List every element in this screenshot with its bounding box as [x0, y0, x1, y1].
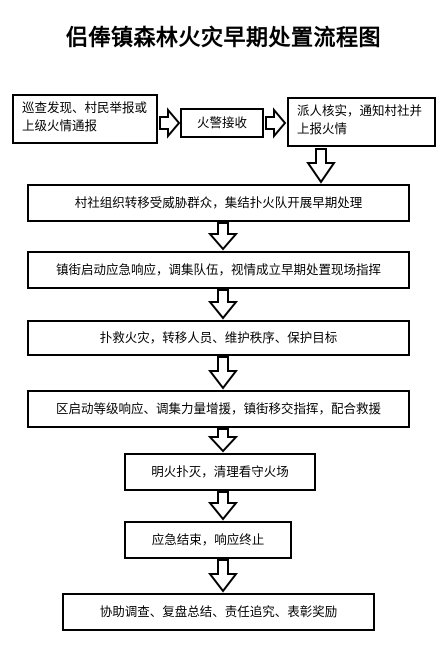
step-fight-text: 扑救火灾，转移人员、维护秩序、保护目标 [99, 330, 338, 345]
step-district-box: 区启动等级响应、调集力量增援，镇街移交指挥，配合救援 [27, 390, 410, 428]
step-aftermath-box: 协助调查、复盘总结、责任追究、表彰奖励 [62, 593, 375, 631]
arrow-down-verify-village [306, 148, 336, 184]
page-title: 侣俸镇森林火灾早期处置流程图 [65, 26, 381, 51]
step-verify-box: 派人核实，通知村社并上报火情 [287, 97, 436, 147]
arrow-right-discover-alarm [159, 107, 181, 139]
arrow-down-fight-district [207, 356, 239, 390]
arrow-down-town-fight [207, 289, 239, 320]
step-district-text: 区启动等级响应、调集力量增援，镇街移交指挥，配合救援 [55, 401, 381, 416]
arrow-down-district-extinguish [207, 428, 239, 453]
step-alarm-box: 火警接收 [180, 108, 264, 138]
arrow-down-end-aftermath [207, 559, 239, 593]
arrow-down-village-town [207, 222, 239, 251]
step-village-text: 村社组织转移受威胁群众，集结扑火队开展早期处理 [74, 195, 363, 210]
step-village-box: 村社组织转移受威胁群众，集结扑火队开展早期处理 [27, 184, 410, 222]
step-aftermath-text: 协助调查、复盘总结、责任追究、表彰奖励 [99, 604, 338, 619]
step-town-box: 镇街启动应急响应，调集队伍，视情成立早期处置现场指挥 [27, 251, 410, 289]
step-fight-box: 扑救火灾，转移人员、维护秩序、保护目标 [27, 320, 410, 356]
arrow-down-extinguish-end [207, 491, 239, 521]
step-verify-text: 派人核实，通知村社并上报火情 [297, 103, 423, 136]
step-extinguish-text: 明火扑灭，清理看守火场 [151, 464, 289, 479]
step-discover-box: 巡查发现、村民举报或上级火情通报 [12, 94, 158, 144]
step-discover-text: 巡查发现、村民举报或上级火情通报 [22, 100, 148, 133]
step-town-text: 镇街启动应急响应，调集队伍，视情成立早期处置现场指挥 [55, 262, 381, 277]
arrow-right-alarm-verify [265, 107, 287, 139]
step-end-box: 应急结束，响应终止 [124, 521, 292, 559]
step-alarm-text: 火警接收 [196, 115, 247, 130]
step-extinguish-box: 明火扑灭，清理看守火场 [124, 453, 316, 491]
step-end-text: 应急结束，响应终止 [151, 532, 265, 547]
